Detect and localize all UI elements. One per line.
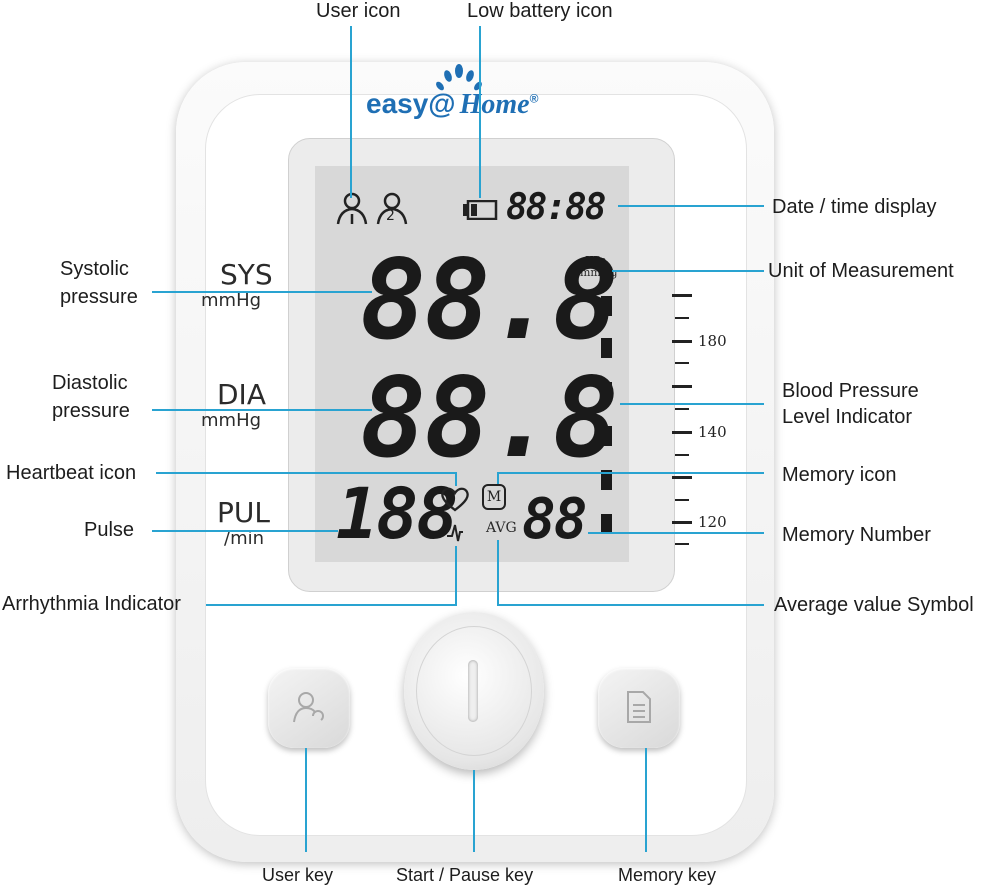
callout-systolic-line2: pressure: [60, 284, 138, 310]
callout-unit: Unit of Measurement: [768, 258, 954, 284]
callout-bp-level-line2: Level Indicator: [782, 404, 912, 430]
callout-start-pause-key: Start / Pause key: [396, 862, 533, 888]
callout-memory-icon: Memory icon: [782, 462, 896, 488]
callout-user-icon: User icon: [316, 0, 400, 24]
callout-memory-key: Memory key: [618, 862, 716, 888]
callout-systolic-line1: Systolic: [60, 256, 129, 282]
callout-date-time: Date / time display: [772, 194, 937, 220]
callout-arrhythmia: Arrhythmia Indicator: [2, 591, 181, 617]
line-memory-icon: [498, 473, 764, 484]
callout-bp-level-line1: Blood Pressure: [782, 378, 919, 404]
line-arrhythmia: [206, 546, 456, 605]
line-average: [498, 540, 764, 605]
callout-average: Average value Symbol: [774, 592, 974, 618]
callout-user-key: User key: [262, 862, 333, 888]
line-heartbeat: [156, 473, 456, 486]
callout-memory-number: Memory Number: [782, 522, 931, 548]
callout-diastolic-line2: pressure: [52, 398, 130, 424]
callout-diastolic-line1: Diastolic: [52, 370, 128, 396]
callout-heartbeat-icon: Heartbeat icon: [6, 460, 136, 486]
callout-pulse: Pulse: [84, 517, 134, 543]
callout-low-battery-icon: Low battery icon: [467, 0, 613, 24]
